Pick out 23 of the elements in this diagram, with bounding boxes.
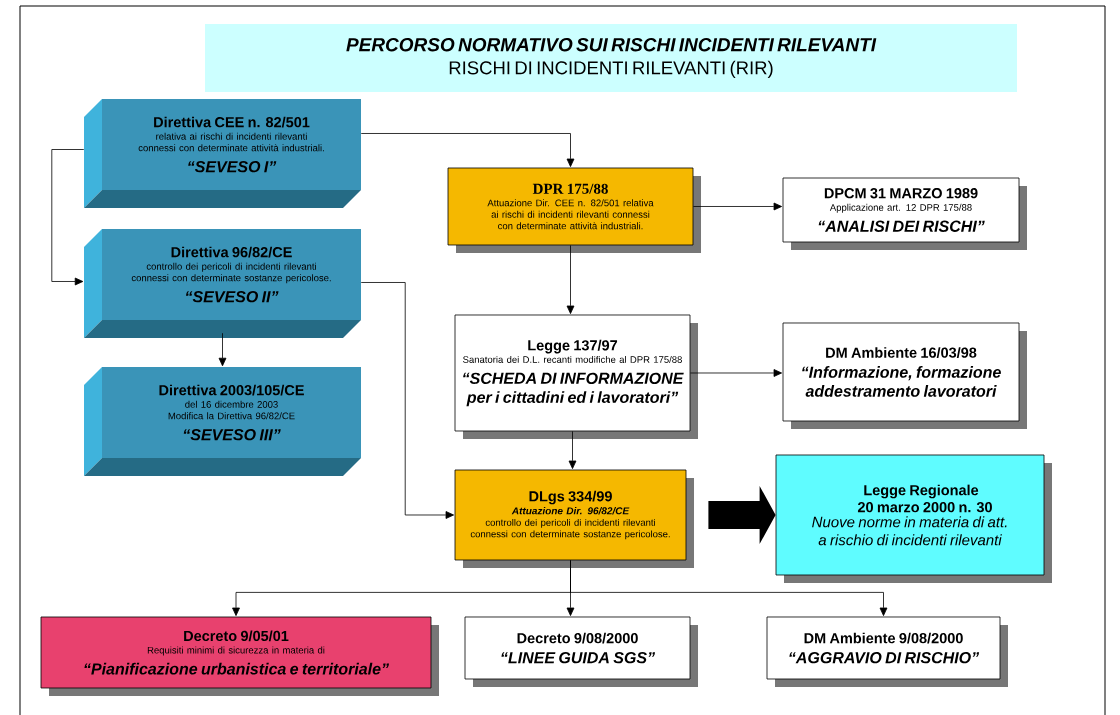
- arrow: [570, 560, 888, 616]
- block: Direttiva CEE n. 82/501 relativa ai rischi di incidenti rilevanti connessi con determinate attività industriali. “SEVESO I”: [84, 99, 361, 208]
- arrow: [568, 431, 577, 469]
- process-box: Decreto 9/08/2000 “LINEE GUIDA SGS”: [464, 616, 698, 687]
- arrow: [360, 133, 575, 167]
- block: Direttiva 2003/105/CE del 16 dicembre 2003 Modifica la Direttiva 96/82/CE “SEVESO III”: [84, 367, 361, 476]
- process-box: Decreto 9/05/01 Requisiti minimi di sicurezza in materia di “Pianificazione urbanistica e territoriale”: [40, 616, 439, 696]
- process-box: DLgs 334/99 Attuazione Dir. 96/82/CE controllo dei pericoli di incidenti rilevanti connessi con determinate sostanze pericolose.: [454, 469, 694, 568]
- arrow: [360, 282, 454, 519]
- block: Direttiva 96/82/CE controllo dei pericoli di incidenti rilevanti connessi con determinate sostanze pericolose. “SEVESO II”: [84, 229, 361, 338]
- arrow: [51, 149, 85, 286]
- arrow: [693, 202, 782, 211]
- arrow: [566, 245, 575, 314]
- block-arrow: [708, 486, 776, 544]
- title-banner: PERCORSO NORMATIVO SUI RISCHI INCIDENTI RILEVANTI RISCHI DI INCIDENTI RILEVANTI (RIR): [205, 24, 1017, 92]
- arrow: [690, 369, 782, 377]
- process-box: Legge 137/97 Sanatoria dei D.L. recanti modifiche al DPR 175/88 “SCHEDA DI INFORMAZIONE per i cittadini ed i lavoratori”: [454, 314, 698, 439]
- process-box: DPR 175/88 Attuazione Dir. CEE n. 82/501 relativa ai rischi di incidenti rilevanti connessi con determinate attività industriali.: [447, 167, 701, 253]
- arrow: [218, 332, 227, 367]
- process-box: Legge Regionale 20 marzo 2000 n. 30 Nuove norme in materia di att. a rischio di incidenti rilevanti: [775, 454, 1052, 583]
- process-box: DPCM 31 MARZO 1989 Applicazione art. 12 DPR 175/88 “ANALISI DEI RISCHI”: [782, 177, 1027, 250]
- process-box: DM Ambiente 16/03/98 “Informazione, formazione addestramento lavoratori: [782, 322, 1027, 429]
- process-box: DM Ambiente 9/08/2000 “AGGRAVIO DI RISCHIO”: [766, 616, 1008, 687]
